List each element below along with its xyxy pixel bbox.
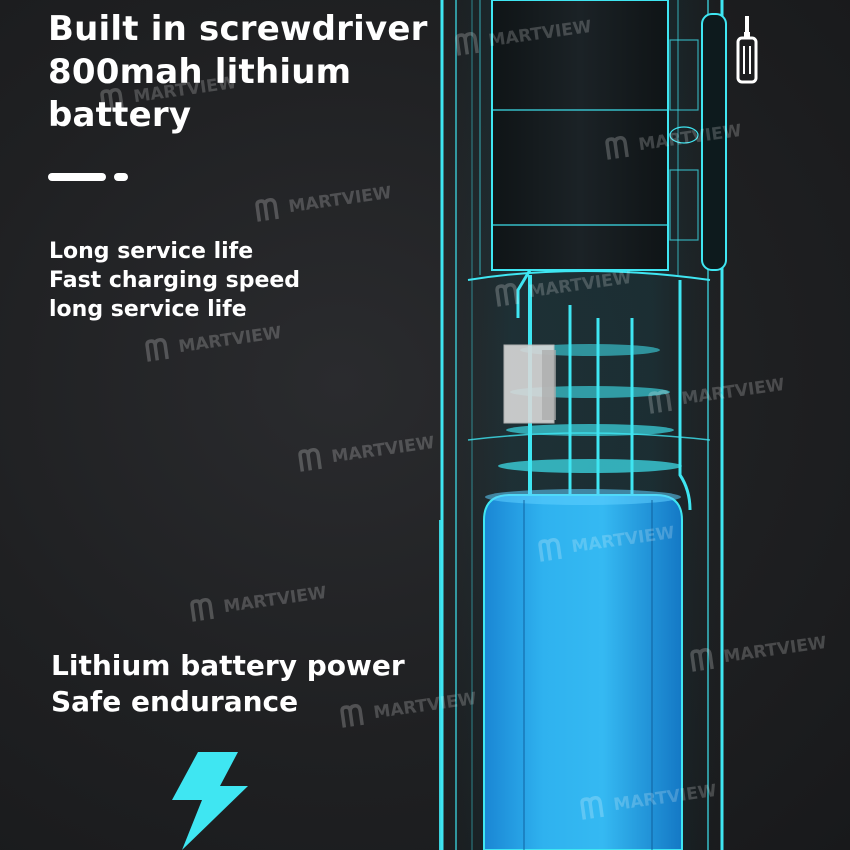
screwdriver-icon: [736, 16, 758, 84]
feature-item: Long service life: [49, 239, 254, 264]
feature-list: Long service life Fast charging speed lo…: [49, 237, 300, 324]
power-caption: Lithium battery power Safe endurance: [51, 648, 405, 720]
martview-logo-icon: [298, 448, 322, 472]
watermark: MARTVIEW: [188, 581, 328, 624]
watermark: MARTVIEW: [253, 181, 393, 224]
headline-line-3: battery: [48, 95, 192, 135]
headline-line-1: Built in screwdriver: [48, 9, 428, 49]
watermark-text: MARTVIEW: [287, 182, 393, 218]
headline-line-2: 800mah lithium: [48, 52, 352, 92]
screwdriver-xray-illustration: [439, 0, 727, 850]
power-caption-line-1: Lithium battery power: [51, 649, 405, 682]
watermark-text: MARTVIEW: [177, 322, 283, 358]
divider-bar-long: [48, 173, 106, 181]
divider-bar-short: [114, 173, 128, 181]
power-caption-line-2: Safe endurance: [51, 685, 299, 718]
martview-logo-icon: [145, 338, 169, 362]
lightning-bolt-icon: [172, 752, 248, 850]
martview-logo-icon: [190, 598, 214, 622]
watermark: MARTVIEW: [296, 431, 436, 474]
headline: Built in screwdriver 800mah lithium batt…: [48, 8, 428, 137]
martview-logo-icon: [255, 198, 279, 222]
feature-item: long service life: [49, 297, 247, 322]
watermark-text: MARTVIEW: [222, 582, 328, 618]
watermark: MARTVIEW: [143, 321, 283, 364]
feature-item: Fast charging speed: [49, 268, 301, 293]
